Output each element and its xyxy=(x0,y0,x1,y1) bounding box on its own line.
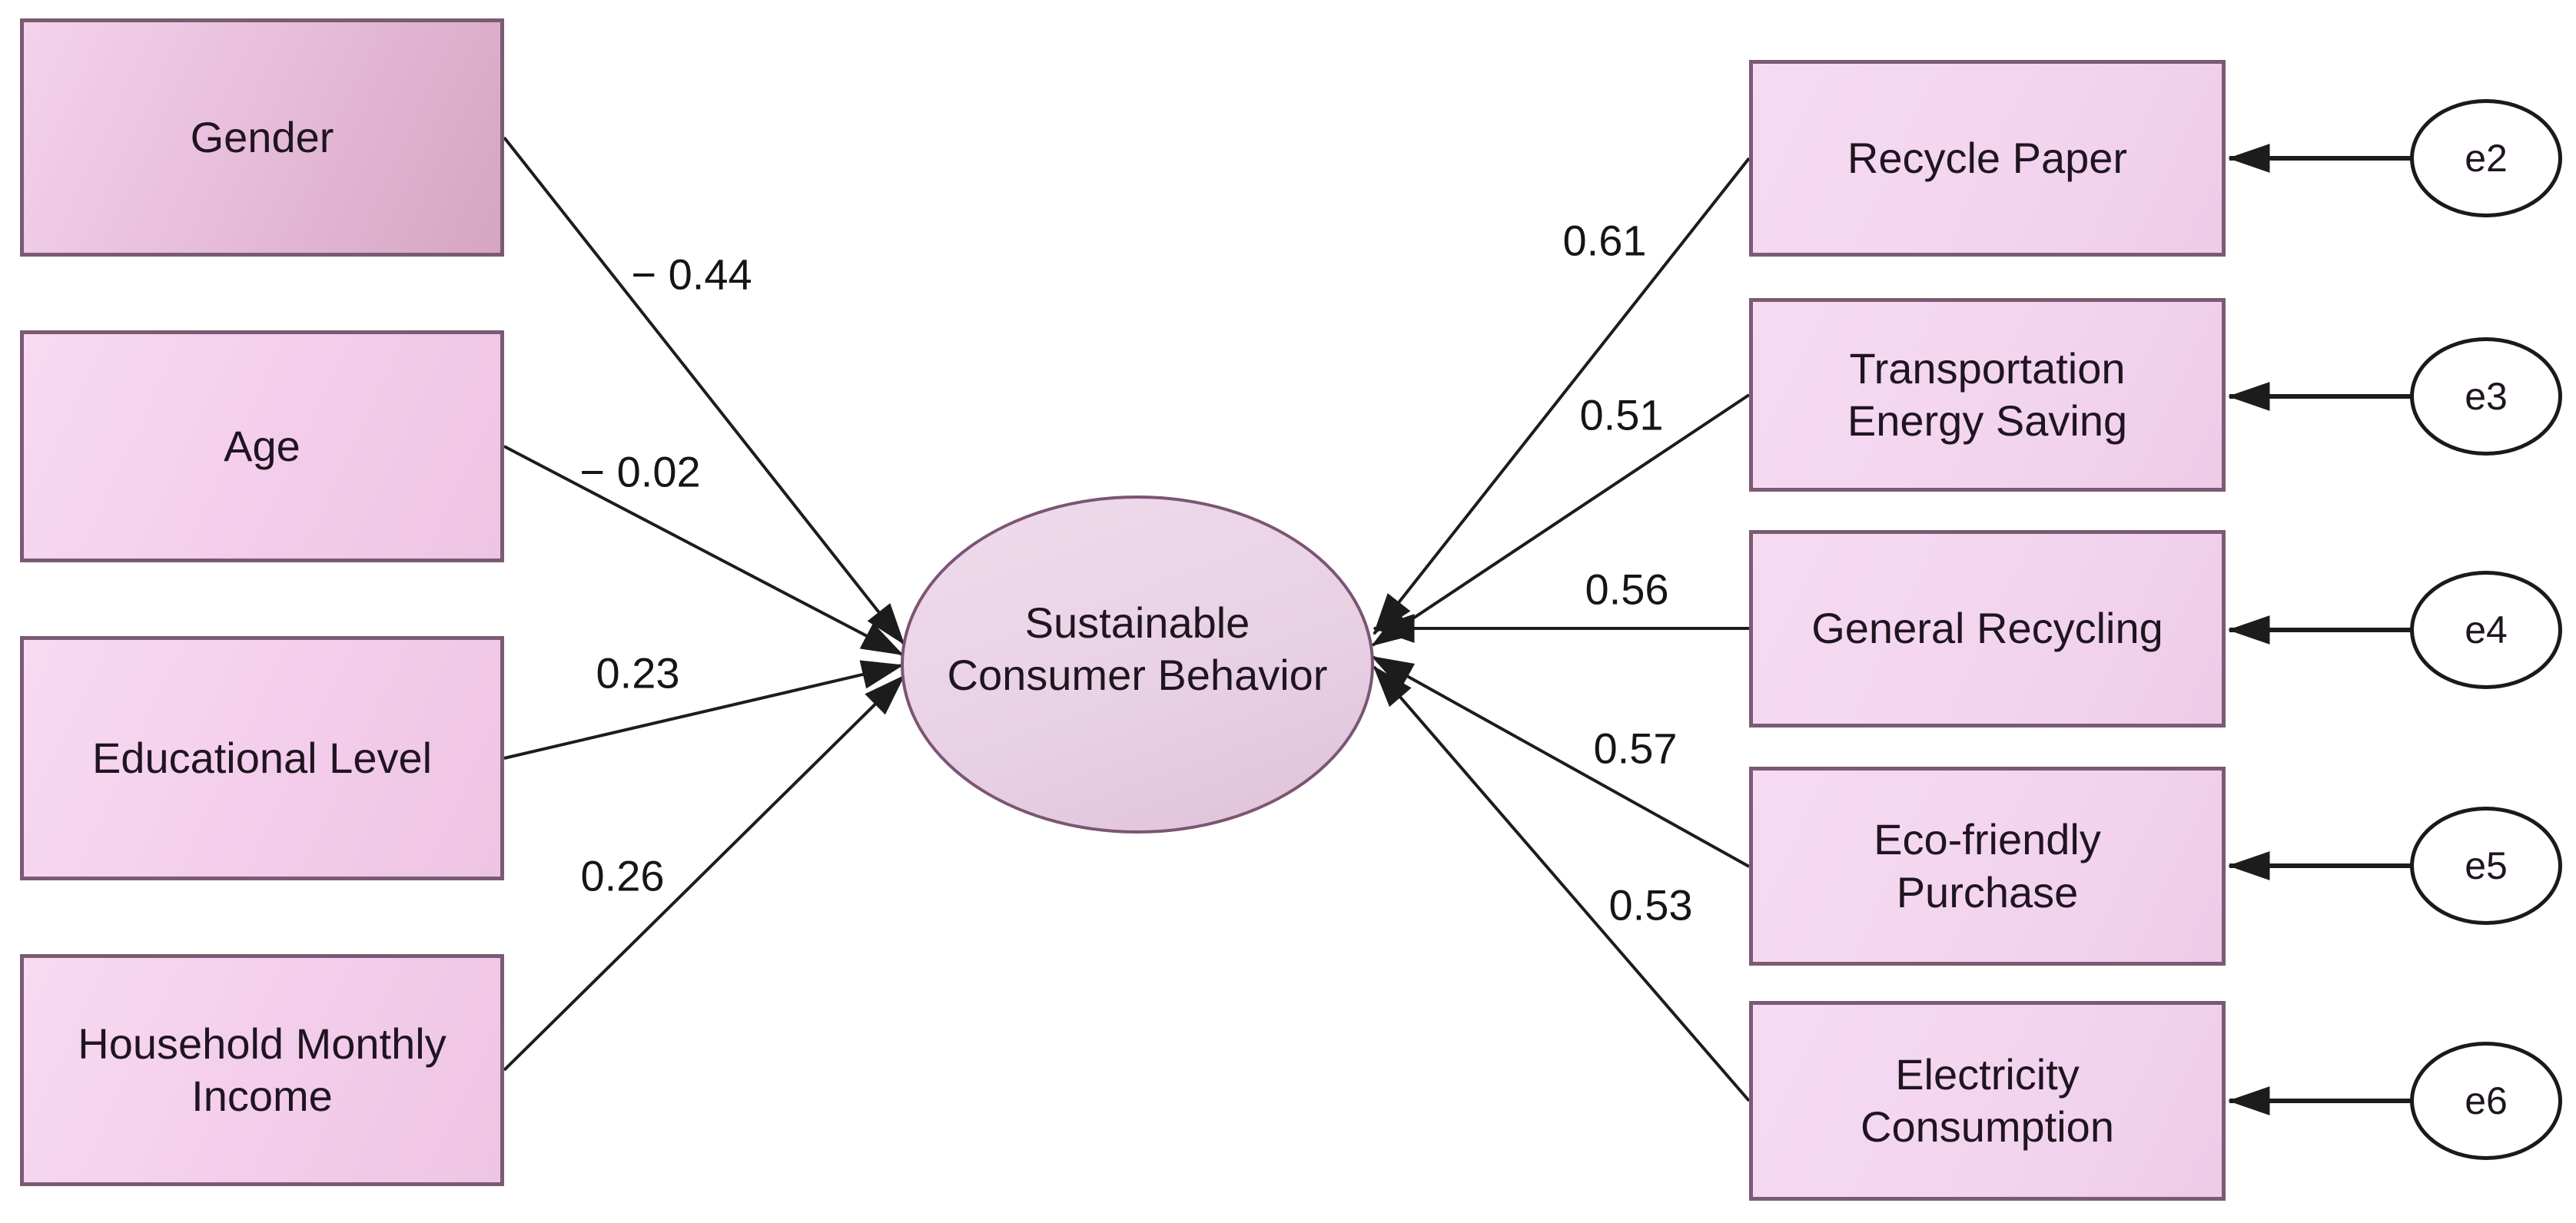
observed-box-household-monthly-income: Household Monthly Income xyxy=(20,954,504,1186)
path-age-to-latent xyxy=(503,445,904,656)
error-circle-e2-label: e2 xyxy=(2465,136,2508,180)
observed-box-transportation-energy-saving-label: Transportation Energy Saving xyxy=(1847,343,2128,445)
coefficient-age: − 0.02 xyxy=(579,447,701,496)
observed-box-gender-label: Gender xyxy=(190,112,334,161)
error-circle-e3-label: e3 xyxy=(2465,374,2508,418)
observed-box-electricity-consumption: Electricity Consumption xyxy=(1749,1001,2226,1201)
observed-box-general-recycling-label: General Recycling xyxy=(1811,604,2163,653)
path-recycle-paper-to-latent xyxy=(1373,157,1751,635)
error-circle-e4: e4 xyxy=(2410,571,2562,689)
coefficient-gender: − 0.44 xyxy=(631,250,752,299)
error-circle-e6: e6 xyxy=(2410,1042,2562,1160)
observed-box-household-monthly-income-label: Household Monthly Income xyxy=(78,1019,446,1120)
error-circle-e4-label: e4 xyxy=(2465,608,2508,651)
path-electricity-to-latent xyxy=(1373,665,1751,1102)
observed-box-eco-friendly-purchase-label: Eco-friendly Purchase xyxy=(1874,815,2101,916)
observed-box-recycle-paper-label: Recycle Paper xyxy=(1847,133,2128,182)
error-circle-e5: e5 xyxy=(2410,807,2562,925)
path-eco-friendly-to-latent xyxy=(1371,655,1750,868)
coefficient-general-recycling: 0.56 xyxy=(1585,565,1669,614)
observed-box-educational-level: Educational Level xyxy=(20,636,504,880)
coefficient-electricity: 0.53 xyxy=(1608,880,1693,930)
coefficient-recycle-paper: 0.61 xyxy=(1562,216,1647,265)
observed-box-age: Age xyxy=(20,330,504,562)
latent-ellipse: Sustainable Consumer Behavior xyxy=(901,495,1374,834)
coefficient-transportation: 0.51 xyxy=(1579,390,1664,439)
error-circle-e3: e3 xyxy=(2410,337,2562,456)
observed-box-electricity-consumption-label: Electricity Consumption xyxy=(1861,1049,2114,1151)
latent-ellipse-label: Sustainable Consumer Behavior xyxy=(947,598,1328,699)
observed-box-age-label: Age xyxy=(224,421,300,470)
path-transportation-to-latent xyxy=(1371,393,1751,647)
observed-box-gender: Gender xyxy=(20,18,504,257)
coefficient-eco-friendly: 0.57 xyxy=(1593,724,1678,773)
error-circle-e2: e2 xyxy=(2410,99,2562,217)
coefficient-household-income: 0.26 xyxy=(580,851,665,900)
path-household-income-to-latent xyxy=(503,674,905,1072)
observed-box-transportation-energy-saving: Transportation Energy Saving xyxy=(1749,298,2226,492)
observed-box-general-recycling: General Recycling xyxy=(1749,530,2226,728)
coefficient-educational-level: 0.23 xyxy=(596,648,680,698)
error-circle-e5-label: e5 xyxy=(2465,844,2508,887)
error-circle-e6-label: e6 xyxy=(2465,1079,2508,1122)
observed-box-recycle-paper: Recycle Paper xyxy=(1749,60,2226,257)
observed-box-eco-friendly-purchase: Eco-friendly Purchase xyxy=(1749,767,2226,966)
observed-box-educational-level-label: Educational Level xyxy=(91,733,433,782)
path-educational-level-to-latent xyxy=(503,660,905,760)
path-gender-to-latent xyxy=(503,136,905,645)
